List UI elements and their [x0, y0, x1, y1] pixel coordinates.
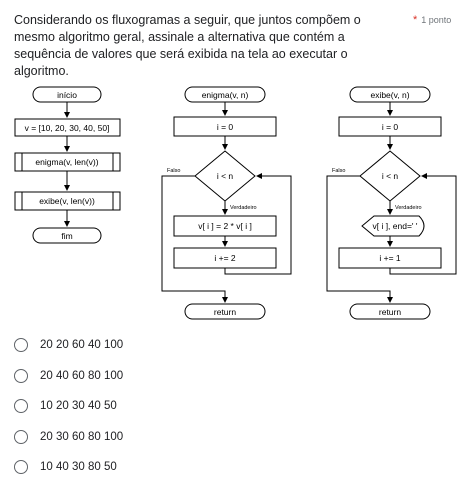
exibe-header-label: exibe(v, n)	[370, 90, 409, 100]
option-4[interactable]: 20 30 60 80 100	[14, 422, 123, 453]
exibe-true-label: Verdadeiro	[395, 205, 422, 211]
required-marker: *	[413, 14, 418, 26]
option-label: 10 20 30 40 50	[40, 400, 117, 413]
points-indicator: *1 ponto	[413, 14, 451, 26]
option-1[interactable]: 20 20 60 40 100	[14, 330, 123, 361]
enigma-condition-label: i < n	[217, 171, 234, 181]
answer-options: 20 20 60 40 100 20 40 60 80 100 10 20 30…	[14, 330, 123, 483]
enigma-return-terminal	[184, 303, 266, 320]
enigma-true-label: Verdadeiro	[230, 205, 257, 211]
option-label: 20 40 60 80 100	[40, 369, 124, 382]
points-label: 1 ponto	[421, 15, 452, 25]
option-5[interactable]: 10 40 30 80 50	[14, 452, 123, 483]
option-3[interactable]: 10 20 30 40 50	[14, 391, 123, 422]
flowchart-image: início v = [10, 20, 30, 40, 50] enigma(v…	[14, 86, 457, 320]
exibe-condition-label: i < n	[382, 171, 399, 181]
exibe-return-label: return	[379, 307, 401, 317]
main-assign-label: v = [10, 20, 30, 40, 50]	[25, 123, 110, 133]
option-label: 20 20 60 40 100	[40, 339, 124, 352]
radio-button[interactable]	[14, 460, 28, 475]
enigma-return-label: return	[214, 307, 236, 317]
enigma-header-label: enigma(v, n)	[202, 90, 249, 100]
option-label: 10 40 30 80 50	[40, 461, 117, 474]
radio-button[interactable]	[14, 399, 28, 414]
main-start-label: início	[57, 90, 77, 100]
enigma-false-label: Falso	[167, 168, 180, 174]
radio-button[interactable]	[14, 338, 28, 353]
option-label: 20 30 60 80 100	[40, 430, 124, 443]
radio-button[interactable]	[14, 368, 28, 383]
main-call1-label: enigma(v, len(v))	[35, 157, 98, 167]
main-call2-label: exibe(v, len(v))	[39, 196, 95, 206]
exibe-init-label: i = 0	[382, 122, 399, 132]
main-end-label: fim	[61, 231, 72, 241]
exibe-return-terminal	[349, 303, 431, 320]
option-2[interactable]: 20 40 60 80 100	[14, 361, 123, 392]
exibe-output-shape	[361, 215, 425, 237]
question-text: Considerando os fluxogramas a seguir, qu…	[14, 13, 361, 78]
exibe-increment-label: i += 1	[379, 253, 401, 263]
enigma-process-label: v[ i ] = 2 * v[ i ]	[198, 221, 252, 231]
radio-button[interactable]	[14, 429, 28, 444]
enigma-init-label: i = 0	[217, 122, 234, 132]
main-end-terminal	[32, 227, 102, 244]
enigma-increment-label: i += 2	[214, 253, 236, 263]
exibe-false-label: Falso	[332, 168, 345, 174]
exibe-output-label: v[ i ], end=' '	[372, 221, 417, 231]
